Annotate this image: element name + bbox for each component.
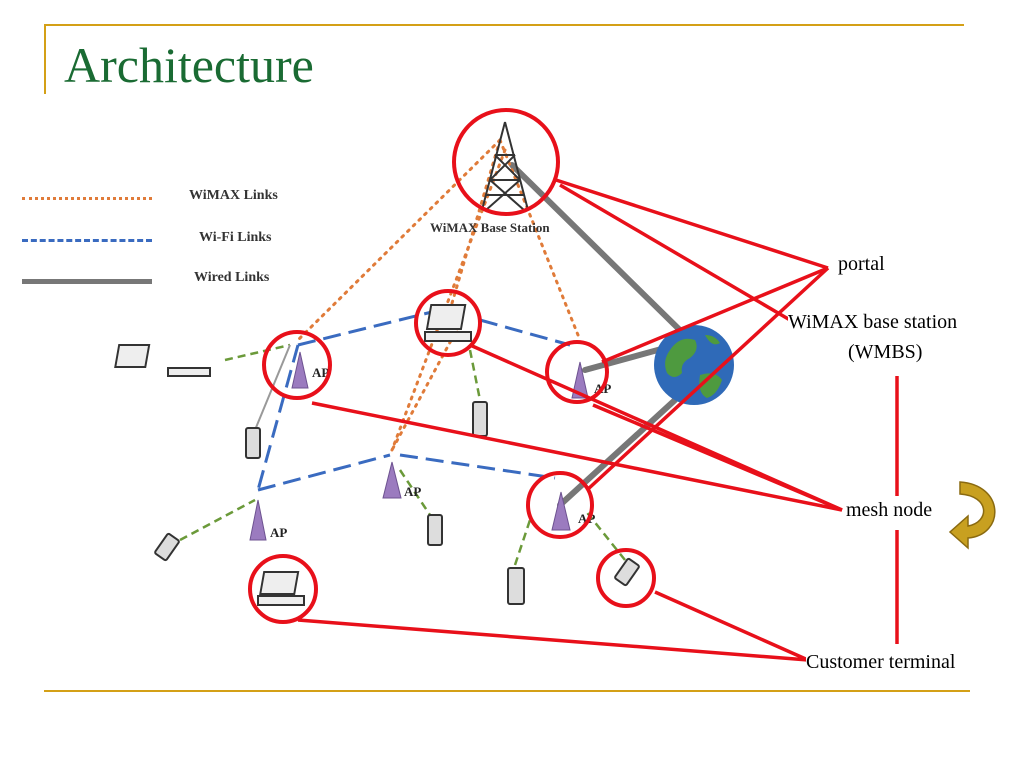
cycle-arrow-icon [948, 481, 996, 550]
wimax-link-swatch [22, 197, 152, 200]
wired-link-globe-ap-lower [557, 397, 678, 508]
ap-label: AP [404, 484, 421, 499]
ap-icon [571, 361, 589, 399]
callout-label-mesh-node: mesh node [846, 498, 933, 522]
frame-bottom-rule [44, 690, 970, 692]
legend-label-wired: Wired Links [194, 270, 270, 285]
ap-icon [249, 499, 267, 541]
callout-circles [248, 108, 656, 624]
wired-link-globe-ap-right [582, 345, 668, 373]
callout-lines [297, 178, 899, 662]
wired-link-tower-globe [509, 162, 693, 343]
phone-icon [614, 557, 640, 587]
ap-icon [291, 351, 309, 389]
laptop-icon [257, 571, 305, 606]
frame-top-rule [44, 24, 964, 26]
wired-link-swatch [22, 279, 152, 284]
callout-circle-laptop-center [414, 289, 482, 357]
wired-links [509, 162, 693, 508]
frame-left-rule [44, 24, 46, 94]
callout-circle-phone [596, 548, 656, 608]
phones [154, 401, 640, 605]
phone-icon [472, 401, 488, 437]
phone-icon [507, 567, 525, 605]
page-title: Architecture [64, 37, 314, 93]
ap-icon [382, 461, 402, 499]
legend-item-wifi: Wi-Fi Links [14, 228, 314, 252]
ap-label: AP [312, 365, 329, 380]
legend: WiMAX Links Wi-Fi Links Wired Links [14, 182, 314, 302]
legend-label-wifi: Wi-Fi Links [199, 230, 272, 245]
wifi-links [256, 308, 571, 492]
legend-label-wimax: WiMAX Links [189, 188, 278, 203]
ap-label: AP [270, 525, 287, 540]
laptop-icon [424, 304, 472, 342]
phone-icon [427, 514, 443, 546]
callout-circle-ap-left [262, 330, 332, 400]
callout-circle-ap-lower [526, 471, 594, 539]
access-points [249, 351, 589, 541]
ap-icon [551, 491, 571, 531]
callout-circle-ap-right [545, 340, 609, 404]
callout-label-customer-terminal: Customer terminal [806, 650, 956, 674]
laptops [114, 304, 472, 606]
client-links [179, 343, 626, 566]
internet-globe-icon [654, 325, 734, 405]
callout-label-wmbs-line1: WiMAX base station [788, 310, 958, 334]
base-station-caption: WiMAX Base Station [430, 220, 550, 235]
base-station-tower-icon [481, 121, 529, 211]
callout-circle-tower [452, 108, 560, 216]
laptop-icon [114, 344, 211, 377]
legend-item-wimax: WiMAX Links [14, 186, 314, 210]
callout-label-portal: portal [838, 252, 885, 276]
wifi-link-swatch [22, 239, 152, 242]
legend-item-wired: Wired Links [14, 268, 314, 292]
callout-circle-laptop-bottom [248, 554, 318, 624]
callout-label-wmbs-line2: (WMBS) [848, 340, 923, 364]
phone-icon [154, 532, 180, 562]
phone-icon [245, 427, 261, 459]
